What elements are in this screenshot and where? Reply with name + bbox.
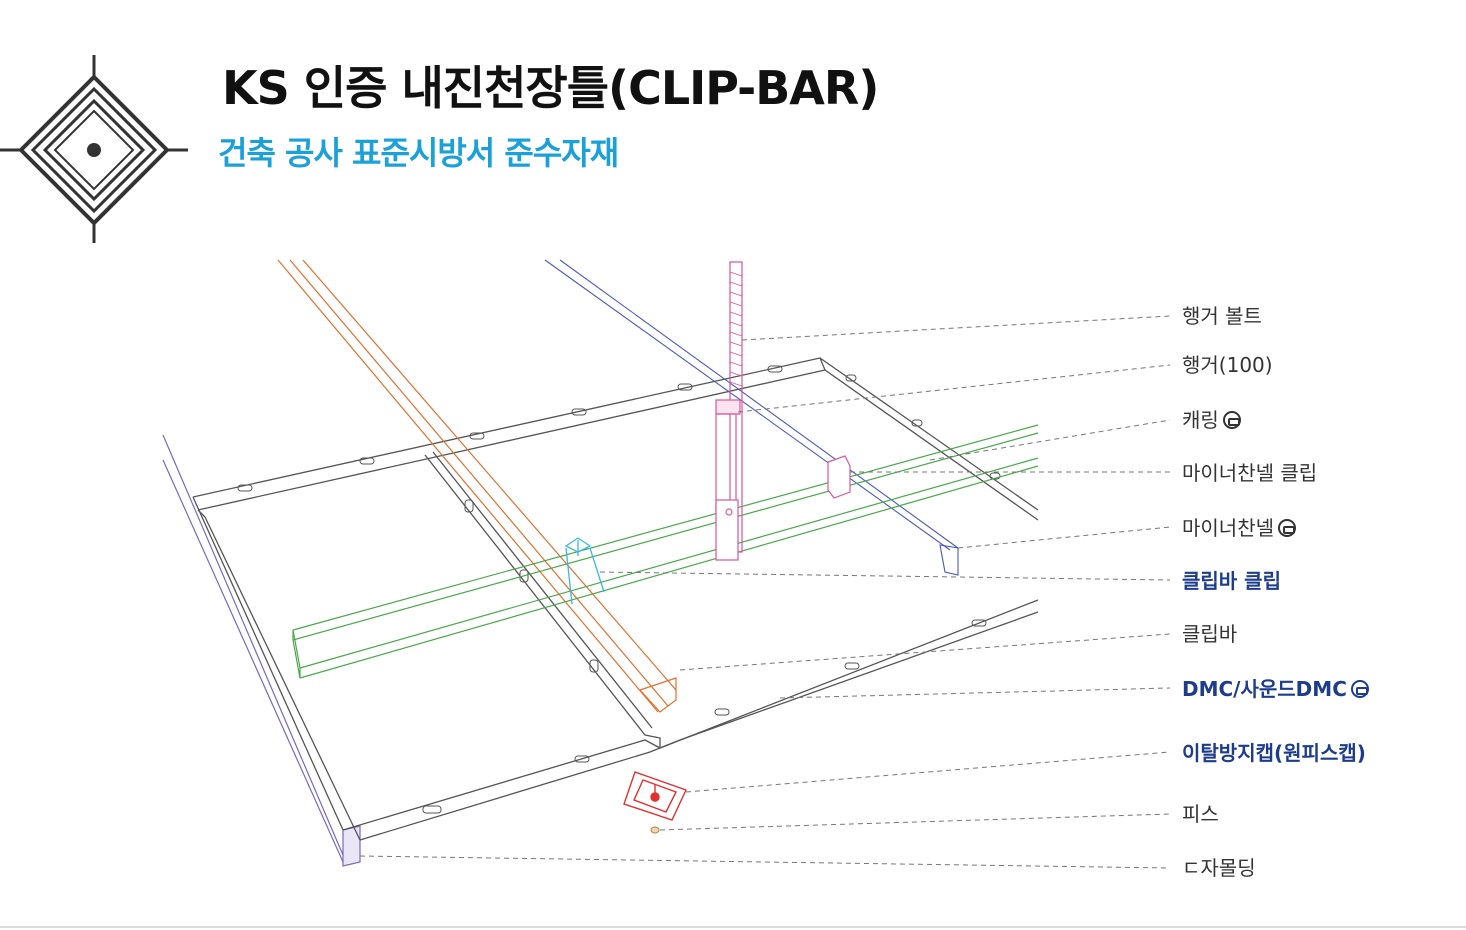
- label-minor-channel: 마이너찬넬: [1182, 516, 1296, 540]
- label-hanger-bolt: 행거 볼트: [1182, 304, 1262, 328]
- carrying-part: [544, 259, 959, 576]
- label-anti-detach-cap: 이탈방지캡(원피스캡): [1182, 741, 1366, 765]
- label-minor-channel-clip: 마이너찬넬 클립: [1182, 461, 1318, 485]
- screw-part: [650, 826, 660, 834]
- label-dmc: DMC/사운드DMC: [1182, 677, 1369, 701]
- label-clip-bar: 클립바: [1182, 622, 1238, 646]
- brand-logo-icon: [0, 55, 188, 243]
- label-screw: 피스: [1182, 802, 1219, 826]
- c-molding-part: [162, 434, 361, 867]
- dmc-panel-part: [192, 357, 1039, 841]
- page-title: KS 인증 내진천장틀(CLIP-BAR): [222, 61, 879, 115]
- hanger-bolt-part: [715, 261, 743, 561]
- clip-bar-clip-part: [564, 537, 605, 605]
- minor-channel-clip-part: [827, 455, 851, 499]
- leader-lines: [359, 315, 1171, 869]
- ks-mark-icon: [1222, 411, 1241, 429]
- clip-bar-part: [277, 259, 677, 713]
- ks-mark-icon: [1350, 680, 1369, 698]
- bottom-divider: [0, 926, 1466, 928]
- label-carrying: 캐링: [1182, 408, 1241, 432]
- page-subtitle: 건축 공사 표준시방서 준수자재: [218, 134, 619, 172]
- label-c-molding: ㄷ자몰딩: [1182, 856, 1256, 880]
- label-hanger: 행거(100): [1182, 353, 1273, 377]
- ks-mark-icon: [1278, 519, 1296, 537]
- label-clip-bar-clip: 클립바 클립: [1182, 569, 1281, 593]
- anti-detach-cap-part: [623, 771, 687, 821]
- minor-channel-part: [292, 424, 1039, 679]
